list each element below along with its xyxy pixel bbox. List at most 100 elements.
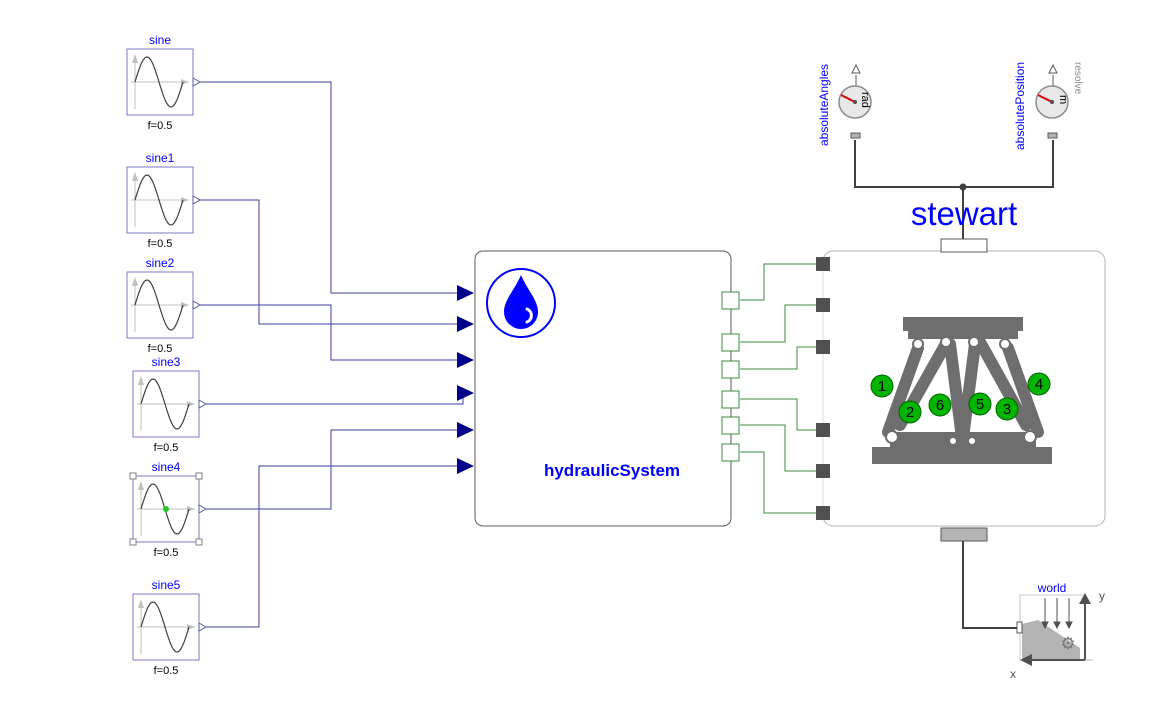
flange-port-3[interactable] — [816, 340, 830, 354]
connection-sine3-to-input5[interactable] — [205, 393, 464, 405]
gear-icon: ⚙ — [1060, 634, 1075, 653]
input-port-4[interactable] — [457, 385, 474, 401]
drop-highlight-icon — [525, 307, 533, 324]
hydraulic-input-ports — [457, 285, 474, 474]
connection-sine1-to-input3[interactable] — [198, 199, 460, 325]
flange-port-6[interactable] — [816, 506, 830, 520]
selection-handle[interactable] — [129, 472, 137, 480]
sine-block-sine1[interactable]: sine1 f=0.5 — [126, 151, 202, 250]
connection-sine5-to-input7[interactable] — [205, 465, 460, 628]
hydraulic-line-2[interactable] — [740, 304, 816, 343]
world-block[interactable]: world ⚙ y x — [1010, 581, 1105, 681]
hydraulic-connections — [740, 263, 816, 514]
hydraulic-line-3[interactable] — [740, 346, 816, 370]
leg-marker-1[interactable]: 1 — [870, 374, 894, 398]
frame-a-port[interactable] — [940, 238, 988, 253]
hydraulic-line-1[interactable] — [740, 263, 816, 301]
sine-block-name: sine2 — [146, 256, 175, 270]
leg-marker-5[interactable]: 5 — [968, 392, 992, 416]
leg-marker-4[interactable]: 4 — [1027, 372, 1051, 396]
hydraulic-line-5[interactable] — [740, 424, 816, 472]
sine-frequency-param: f=0.5 — [154, 547, 179, 559]
connection-sine4-to-input6[interactable] — [205, 429, 460, 510]
sine-output-port[interactable] — [192, 77, 202, 87]
sine-block-name: sine4 — [152, 460, 181, 474]
world-axis-x-label: x — [1010, 667, 1016, 681]
absolute-position-sensor[interactable]: absolutePosition m resolve — [1013, 62, 1083, 150]
input-port-3[interactable] — [457, 352, 474, 368]
signal-connections — [198, 81, 464, 628]
flange-port-1[interactable] — [816, 257, 830, 271]
angles-output-port[interactable] — [851, 63, 861, 74]
sine-block-name: sine5 — [152, 578, 181, 592]
position-unit: m — [1057, 95, 1069, 104]
sine-output-port[interactable] — [198, 622, 208, 632]
frame-connection-world[interactable] — [962, 541, 1020, 629]
sine-block-name: sine — [149, 33, 171, 47]
output-port-1[interactable] — [721, 291, 740, 310]
selection-handle[interactable] — [195, 472, 203, 480]
svg-text:1: 1 — [878, 378, 886, 395]
sine-output-port[interactable] — [198, 399, 208, 409]
input-port-6[interactable] — [457, 458, 474, 474]
position-output-port[interactable] — [1048, 63, 1058, 74]
input-port-2[interactable] — [457, 316, 474, 332]
sine-wave-icon — [140, 378, 190, 430]
connection-sine-to-input1[interactable] — [198, 81, 460, 294]
sine-block-name: sine1 — [146, 151, 175, 165]
world-frame-port[interactable] — [1016, 621, 1023, 634]
sine-block-sine[interactable]: sine f=0.5 — [126, 33, 202, 132]
output-port-3[interactable] — [721, 360, 740, 379]
sine-wave-icon — [140, 601, 190, 653]
sine-output-port[interactable] — [192, 300, 202, 310]
frame-connection-sensors[interactable] — [854, 140, 1054, 188]
svg-text:5: 5 — [976, 396, 984, 413]
gravity-arrows-icon — [1041, 598, 1073, 630]
stewart-label: stewart — [911, 195, 1017, 232]
flange-port-2[interactable] — [816, 298, 830, 312]
world-label: world — [1037, 581, 1067, 595]
output-port-2[interactable] — [721, 333, 740, 352]
input-port-1[interactable] — [457, 285, 474, 301]
selection-handle[interactable] — [129, 538, 137, 546]
output-port-5[interactable] — [721, 416, 740, 435]
hydraulic-system-block[interactable]: hydraulicSystem — [457, 250, 740, 527]
position-frame-port[interactable] — [1047, 132, 1058, 139]
connection-sine2-to-input4[interactable] — [198, 304, 460, 361]
sine-frequency-param: f=0.5 — [148, 120, 173, 132]
sine-output-port[interactable] — [198, 504, 208, 514]
leg-marker-6[interactable]: 6 — [928, 393, 952, 417]
absolute-position-label: absolutePosition — [1013, 62, 1027, 150]
leg-marker-3[interactable]: 3 — [995, 397, 1019, 421]
stewart-block[interactable]: stewart — [816, 195, 1106, 542]
sine-blocks: sinef=0.5sine1f=0.5sine2f=0.5sine3f=0.5s… — [126, 33, 208, 677]
sine-wave-icon — [134, 279, 184, 331]
absolute-angles-sensor[interactable]: absoluteAngles rad — [817, 63, 872, 146]
flange-port-5[interactable] — [816, 464, 830, 478]
svg-text:2: 2 — [906, 404, 914, 421]
connection-node — [959, 183, 967, 191]
sine-block-sine4[interactable]: sine4 f=0.5 — [129, 460, 208, 559]
hydraulic-line-4[interactable] — [740, 398, 816, 431]
svg-text:6: 6 — [936, 397, 944, 414]
angles-frame-port[interactable] — [850, 132, 861, 139]
frame-b-port[interactable] — [940, 527, 988, 542]
angles-unit: rad — [859, 92, 871, 108]
sine-frequency-param: f=0.5 — [148, 238, 173, 250]
sine-output-port[interactable] — [192, 195, 202, 205]
input-port-5[interactable] — [457, 422, 474, 438]
selection-handle[interactable] — [195, 538, 203, 546]
flange-port-4[interactable] — [816, 423, 830, 437]
hydraulic-output-ports — [721, 291, 740, 462]
leg-marker-2[interactable]: 2 — [898, 400, 922, 424]
hydraulic-line-6[interactable] — [740, 451, 816, 514]
stewart-leg-markers: 1 2 6 5 3 4 — [870, 372, 1051, 424]
output-port-6[interactable] — [721, 443, 740, 462]
resolve-label: resolve — [1072, 62, 1083, 95]
output-port-4[interactable] — [721, 390, 740, 409]
sine-frequency-param: f=0.5 — [154, 442, 179, 454]
